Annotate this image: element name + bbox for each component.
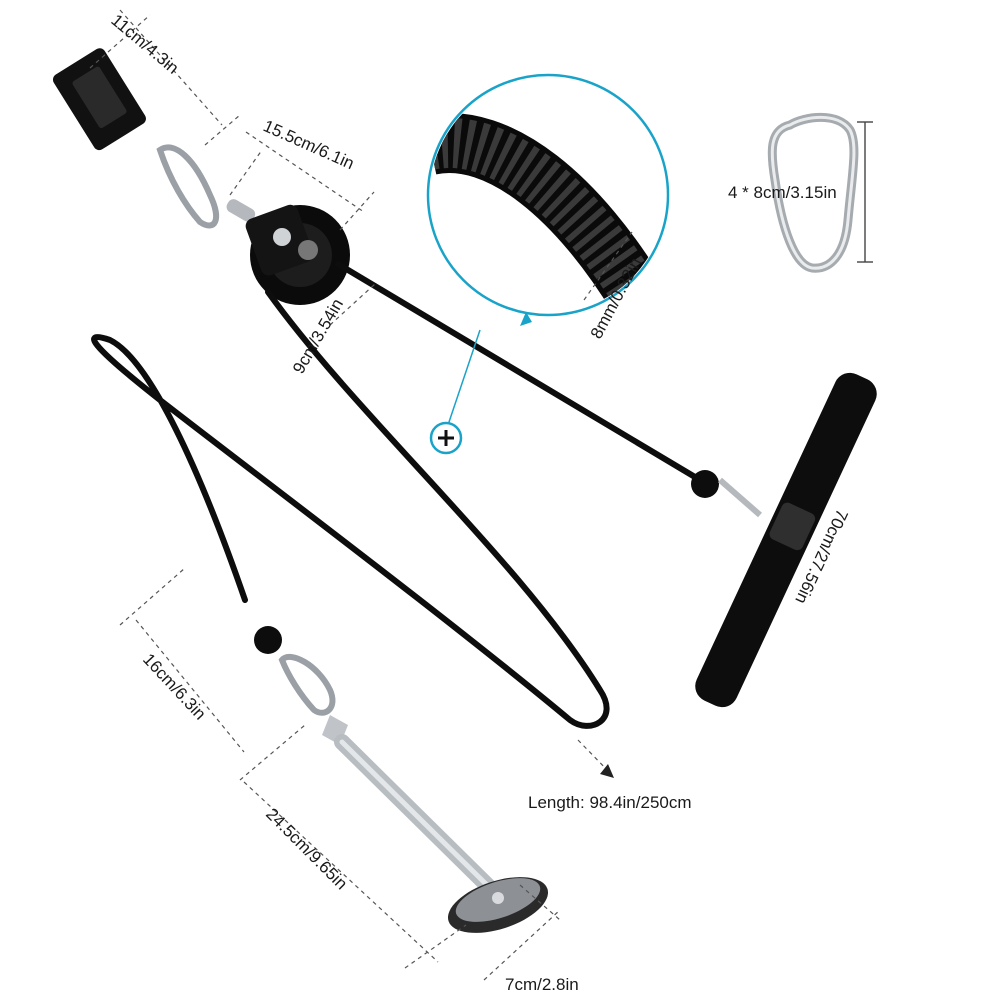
rope-zoom-callout xyxy=(426,73,670,426)
cable-rope xyxy=(91,261,719,729)
total-length-label: Length: 98.4in/250cm xyxy=(528,793,692,812)
strap-length-label: 11cm/4.3in xyxy=(107,11,182,78)
pulley-wheel xyxy=(245,204,350,305)
loading-pin-assembly xyxy=(278,653,549,933)
base-plate-label: 7cm/2.8in xyxy=(505,975,579,994)
loading-pin-label: 24.5cm/9.65in xyxy=(262,804,351,893)
plus-icon[interactable] xyxy=(429,421,463,455)
swivel-link xyxy=(226,199,256,222)
straight-bar-handle xyxy=(695,372,877,708)
rope-knot-top xyxy=(691,470,719,498)
dimension-lines xyxy=(89,9,873,981)
door-anchor-strap xyxy=(52,48,220,229)
carabiner-size-label: 4 * 8cm/3.15in xyxy=(728,183,837,202)
rope-knot-bottom xyxy=(254,626,282,654)
pulley-diameter-label: 9cm/3.54in xyxy=(289,295,347,377)
carabiner-clip xyxy=(767,112,859,273)
swivel-length-label: 15.5cm/6.1in xyxy=(260,116,357,173)
handle-link-label: 16cm/6.3in xyxy=(139,650,210,724)
